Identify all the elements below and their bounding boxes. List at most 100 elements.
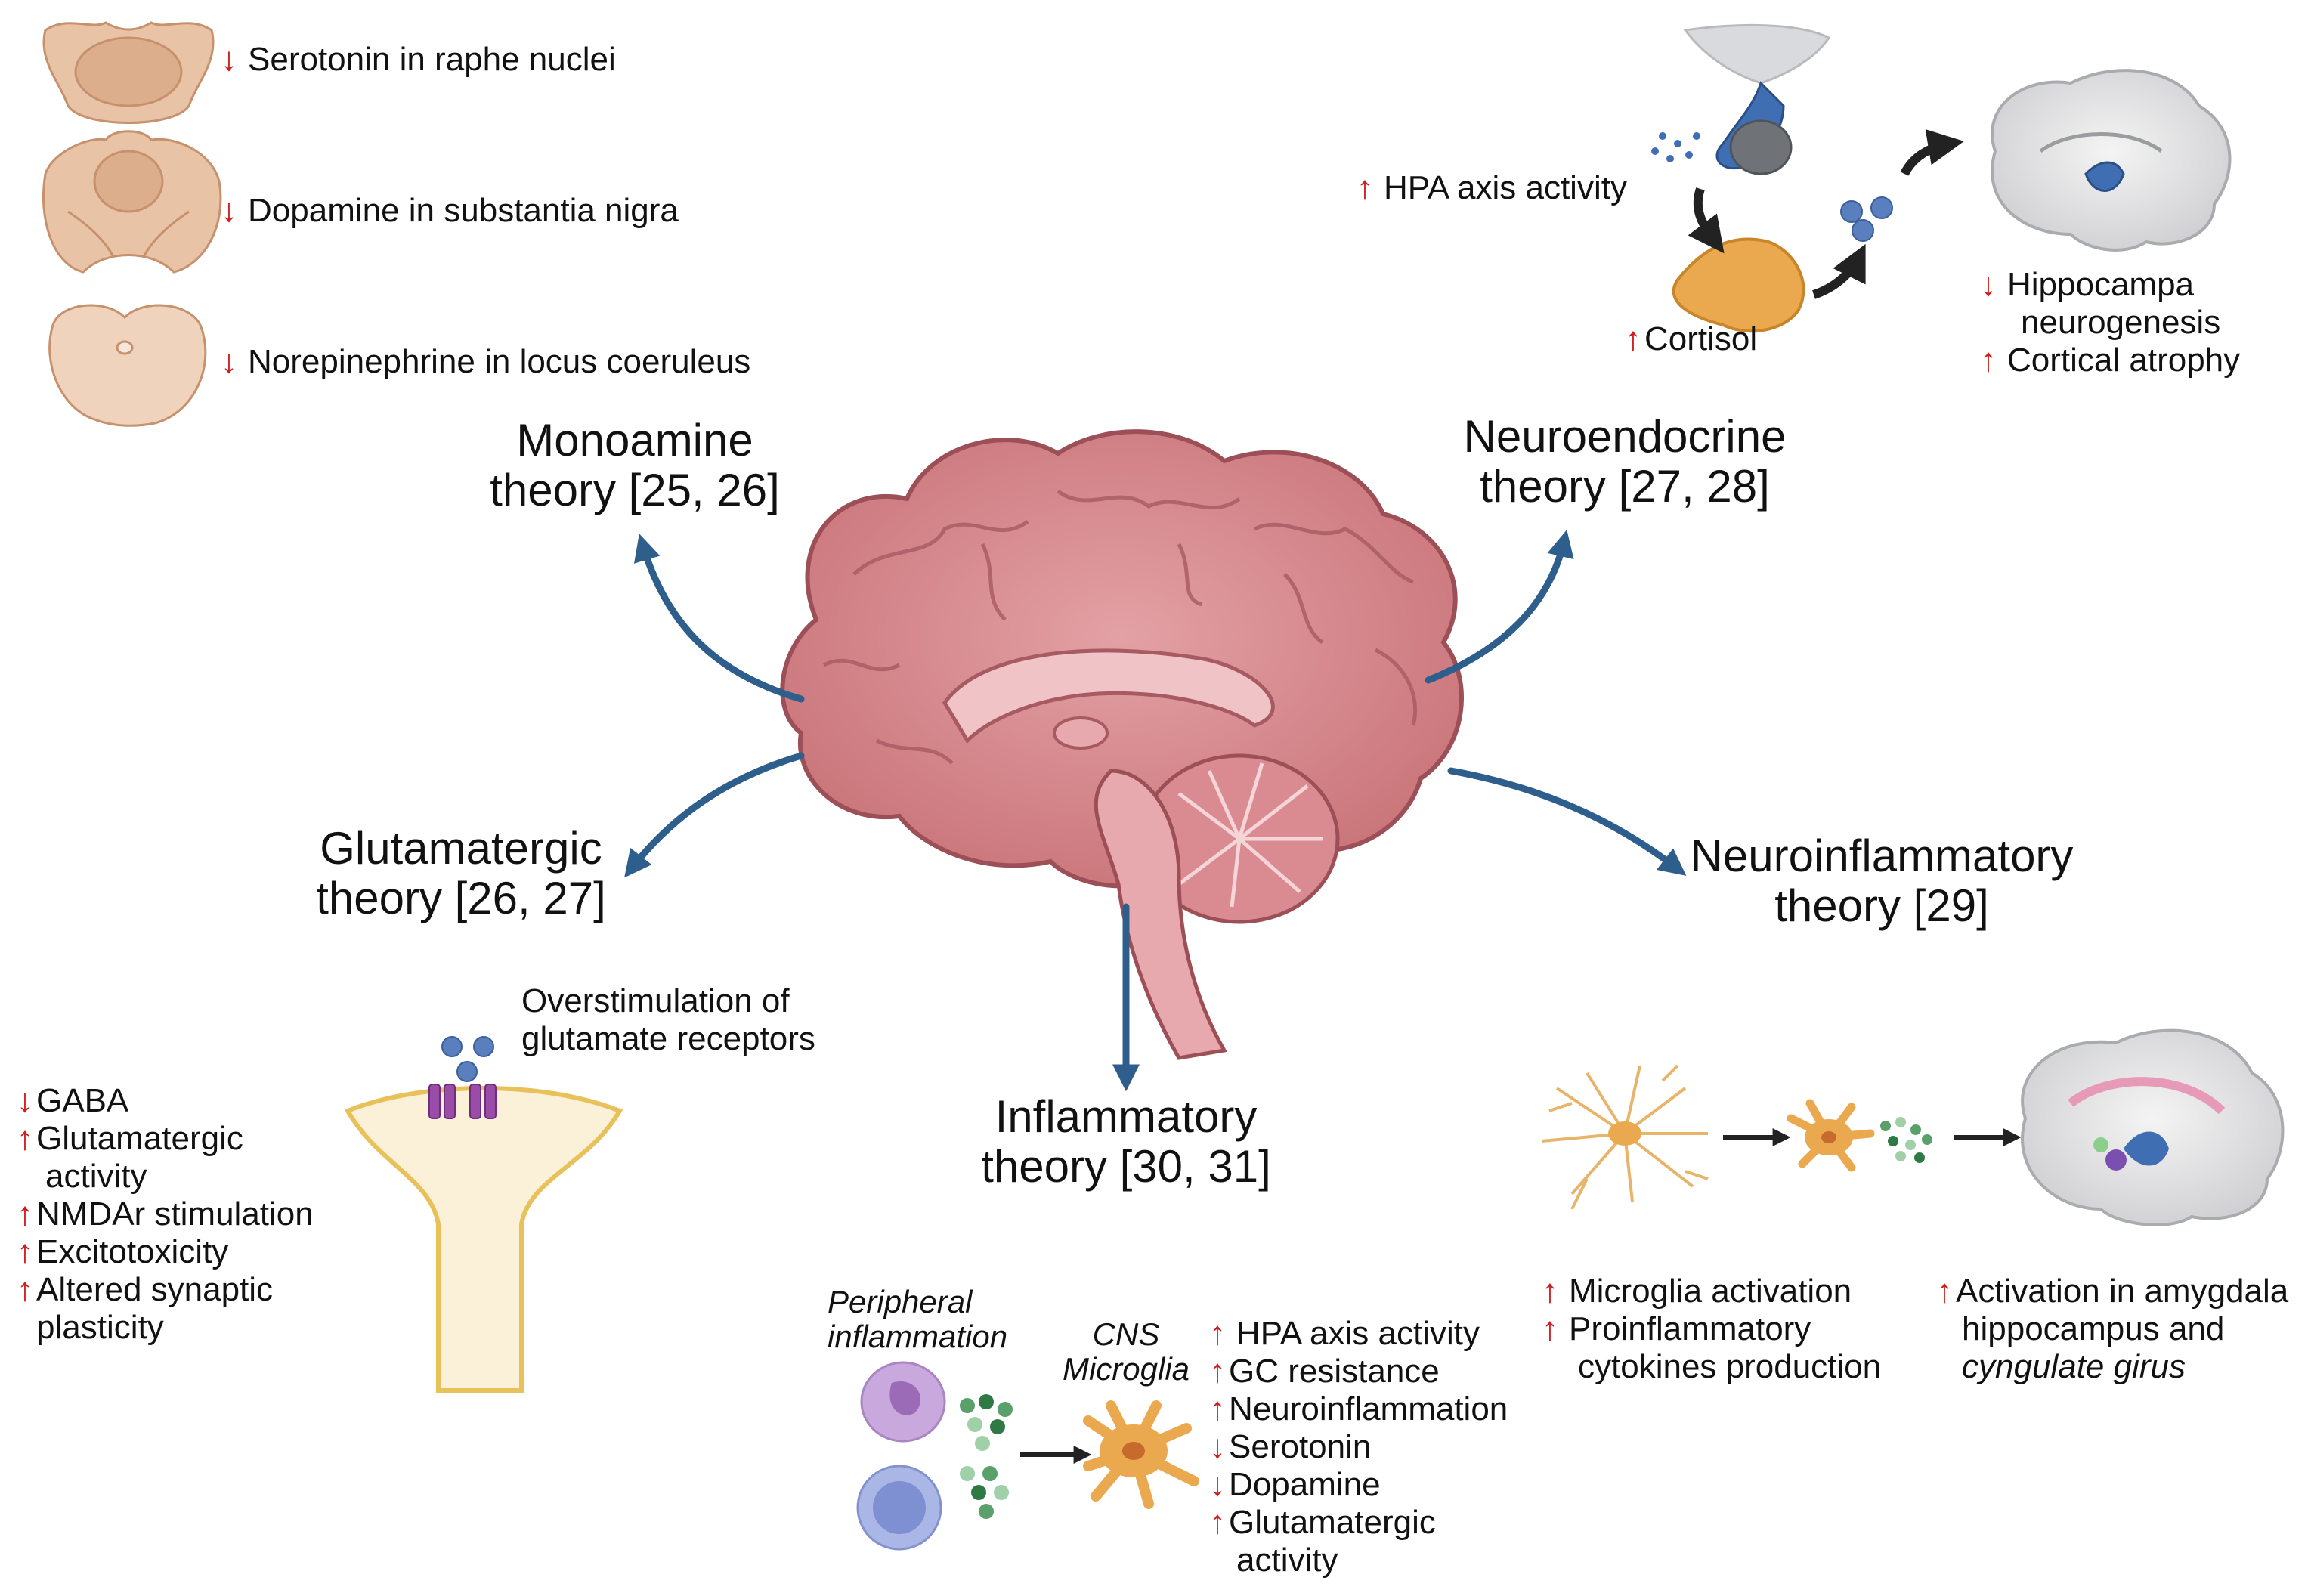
list-item: ↑NMDAr stimulation [17, 1195, 314, 1233]
arrow-to-neuroinflammatory [1447, 767, 1687, 876]
dendritic-spine [344, 1086, 623, 1393]
inflammatory-list: ↑HPA axis activity ↑GC resistance ↑Neuro… [1209, 1315, 1508, 1579]
decrease-arrow: ↓ [1209, 1428, 1226, 1465]
cortisol-molecules [1840, 196, 1893, 242]
neuroinflammatory-right-list: ↑Activation in amygdala hippocampus and … [1936, 1273, 2288, 1386]
monoamine-item: ↓ Serotonin in raphe nuclei [221, 41, 616, 78]
neuroinflammatory-theory-title: Neuroinflammatory theory [29] [1678, 831, 2086, 931]
monoamine-theory-title: Monoamine theory [25, 26] [453, 416, 816, 515]
list-item-text: cytokines production [1578, 1348, 1882, 1385]
increase-arrow: ↑ [17, 1195, 33, 1233]
glutamate-molecules [441, 1036, 494, 1082]
increase-arrow: ↑ [17, 1271, 33, 1308]
neuroinflammatory-left-list: ↑Microglia activation ↑Proinflammatory c… [1542, 1273, 1881, 1386]
list-item: ↑Activation in amygdala [1936, 1273, 2288, 1310]
label-line: CNS [1092, 1316, 1160, 1352]
decrease-arrow: ↓ [1980, 266, 1997, 303]
list-item-text: activity [45, 1158, 147, 1195]
list-item: ↑Microglia activation [1542, 1273, 1881, 1310]
brainstem-section-raphe [42, 21, 215, 124]
list-item-text: Serotonin [1229, 1428, 1372, 1465]
peripheral-inflammation-label: Peripheral inflammation [828, 1284, 1007, 1354]
list-item: ↑Altered synaptic [17, 1271, 314, 1309]
list-item-text: GC resistance [1229, 1353, 1440, 1390]
increase-arrow: ↑ [17, 1233, 33, 1270]
list-item-text: activity [1236, 1542, 1338, 1579]
monoamine-item-text: Dopamine in substantia nigra [248, 192, 679, 229]
arrow-to-neuroendocrine [1425, 529, 1574, 684]
list-item-text: Proinflammatory [1569, 1310, 1811, 1347]
monoamine-item-text: Serotonin in raphe nuclei [248, 41, 616, 78]
outcome-line: ↑ Cortical atrophy [1980, 342, 2240, 379]
hpa-axis-text: HPA axis activity [1384, 169, 1627, 206]
increase-arrow: ↑ [1209, 1315, 1226, 1352]
peripheral-immune-cells [856, 1361, 946, 1551]
list-item-text: NMDAr stimulation [36, 1195, 314, 1233]
caption-line: glutamate receptors [521, 1020, 815, 1057]
list-item-text: GABA [36, 1082, 129, 1119]
cns-microglia-cell [1083, 1400, 1199, 1509]
list-item-text: Activation in amygdala [1956, 1273, 2289, 1310]
list-item: activity [17, 1158, 314, 1195]
brainstem-section-locus-coeruleus [48, 304, 207, 427]
neuroendocrine-theory-title: Neuroendocrine theory [27, 28] [1421, 412, 1829, 512]
decrease-arrow: ↓ [221, 192, 237, 229]
list-item-text: Glutamatergic [1229, 1504, 1436, 1541]
cortisol-to-brain-arrow [1900, 129, 1964, 176]
list-item: ↑Glutamatergic [17, 1120, 314, 1158]
monoamine-title-line2: theory [25, 26] [490, 465, 780, 515]
glutamate-receptors [428, 1084, 497, 1119]
grey-brain-hippocampus [1991, 69, 2232, 252]
glutamatergic-theory-title: Glutamatergic theory [26, 27] [287, 824, 635, 923]
list-item: cyngulate girus [1936, 1348, 2288, 1386]
neuroinflammatory-title-line1: Neuroinflammatory [1690, 830, 2074, 881]
decrease-arrow: ↓ [221, 41, 237, 78]
increase-arrow: ↑ [1209, 1390, 1226, 1427]
list-item: ↑Neuroinflammation [1209, 1390, 1508, 1428]
cortisol-label: ↑Cortisol [1625, 320, 1758, 357]
hypothalamus-pituitary [1651, 23, 1831, 175]
list-item: ↑Glutamatergic [1209, 1504, 1508, 1542]
hpa-axis-label: ↑ HPA axis activity [1357, 169, 1627, 206]
outcome-text: Cortical atrophy [2007, 342, 2241, 379]
list-item-text: hippocampus and [1962, 1310, 2225, 1347]
decrease-arrow: ↓ [1209, 1466, 1226, 1503]
glutamate-caption: Overstimulation of glutamate receptors [521, 982, 815, 1058]
increase-arrow: ↑ [1625, 320, 1641, 357]
list-item: ↓Serotonin [1209, 1428, 1508, 1466]
outcome-text: neurogenesis [2021, 304, 2221, 341]
inflammatory-title-line2: theory [30, 31] [981, 1141, 1271, 1192]
list-item: ↑Proinflammatory [1542, 1310, 1881, 1348]
outcome-line: ↓ Hippocampa [1980, 266, 2240, 304]
label-line: Peripheral [828, 1284, 973, 1319]
inflammatory-cytokines [960, 1394, 1013, 1519]
glutamatergic-list: ↓GABA ↑Glutamatergic activity ↑NMDAr sti… [17, 1082, 314, 1347]
list-item: ↑Excitotoxicity [17, 1233, 314, 1271]
glutamatergic-title-line1: Glutamatergic [320, 823, 602, 874]
increase-arrow: ↑ [1209, 1504, 1226, 1541]
increase-arrow: ↑ [1980, 342, 1997, 379]
list-item-text: plasticity [36, 1309, 164, 1346]
list-item: ↓Dopamine [1209, 1466, 1508, 1504]
monoamine-title-line1: Monoamine [516, 415, 753, 466]
monoamine-item-text: Norepinephrine in locus coeruleus [248, 343, 751, 380]
cortisol-text: Cortisol [1644, 320, 1758, 357]
arrow-to-glutamatergic [624, 752, 805, 878]
list-item-text: Altered synaptic [36, 1271, 274, 1308]
monoamine-item: ↓ Dopamine in substantia nigra [221, 192, 679, 229]
increase-arrow: ↑ [17, 1120, 33, 1157]
list-item-text: Glutamatergic [36, 1120, 243, 1157]
caption-line: Overstimulation of [521, 982, 790, 1019]
resting-microglia [1541, 1064, 1709, 1210]
cns-microglia-label: CNS Microglia [1058, 1316, 1194, 1387]
outcome-text: Hippocampa [2007, 266, 2195, 303]
decrease-arrow: ↓ [17, 1082, 33, 1119]
proinflammatory-cytokines [1880, 1117, 1932, 1163]
list-item: cytokines production [1542, 1348, 1881, 1386]
outcome-line: neurogenesis [1980, 304, 2240, 342]
list-item: ↑HPA axis activity [1209, 1315, 1508, 1353]
increase-arrow: ↑ [1936, 1273, 1953, 1310]
increase-arrow: ↑ [1209, 1353, 1226, 1390]
increase-arrow: ↑ [1357, 169, 1373, 206]
list-item-text: Microglia activation [1569, 1273, 1852, 1310]
